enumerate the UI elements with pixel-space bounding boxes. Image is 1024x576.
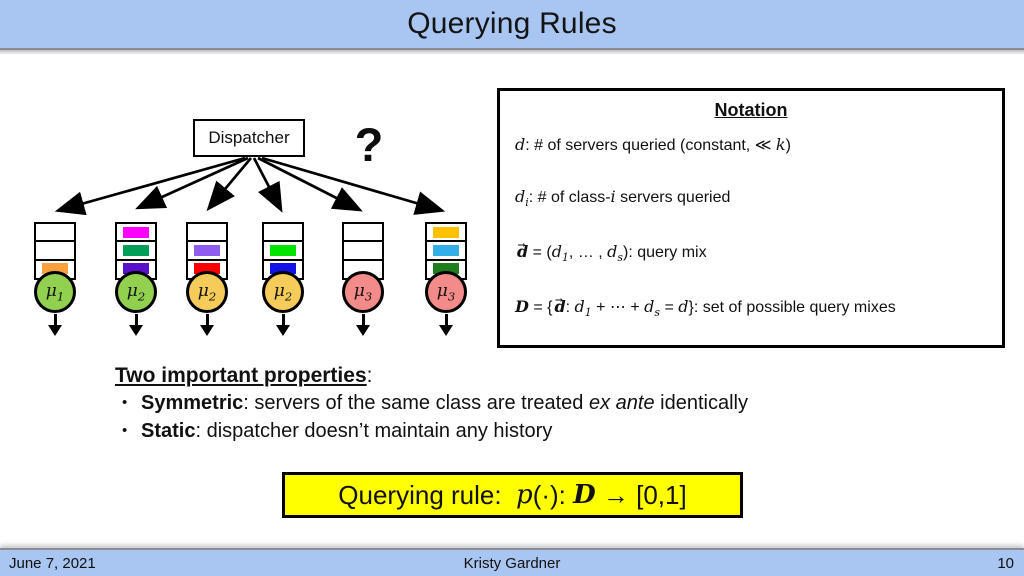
properties-block: Two important properties: • Symmetric: s…	[115, 362, 955, 445]
departure-arrow-head	[356, 325, 370, 336]
dispatcher-label: Dispatcher	[208, 128, 290, 147]
bullet-text: Symmetric: servers of the same class are…	[141, 392, 748, 414]
departure-arrow-stem	[53, 314, 57, 326]
server-rate-label: μ2	[273, 280, 293, 304]
notation-line-1: d: # of servers queried (constant, ≪ k)	[515, 135, 791, 154]
job-block	[433, 245, 459, 256]
server-rate-label: μ2	[126, 280, 146, 304]
departure-arrow-stem	[444, 314, 448, 326]
job-block	[42, 263, 68, 275]
departure-arrow-head	[48, 325, 62, 336]
job-block	[194, 245, 220, 256]
footer-page-number: 10	[997, 555, 1014, 572]
querying-rule-box: Querying rule: p(·): D → [0,1]	[282, 472, 743, 518]
property-bullet-symmetric: • Symmetric: servers of the same class a…	[115, 389, 955, 417]
notation-box: Notation d: # of servers queried (consta…	[497, 88, 1005, 348]
job-block	[123, 263, 149, 275]
bullet-icon: •	[122, 394, 128, 411]
footer-author: Kristy Gardner	[463, 555, 561, 572]
job-block	[270, 245, 296, 256]
departure-arrow-stem	[361, 314, 365, 326]
server-rate-label: μ2	[197, 280, 217, 304]
properties-heading: Two important properties:	[115, 364, 373, 387]
job-block	[270, 263, 296, 275]
notation-line-2: di: # of class-i servers queried	[515, 187, 731, 210]
server-rate-label: μ3	[353, 280, 373, 304]
slide-title: Querying Rules	[407, 7, 617, 40]
departure-arrow-head	[276, 325, 290, 336]
queue-slot	[425, 240, 467, 262]
question-mark: ?	[354, 118, 384, 171]
server-circle-4: μ2	[262, 271, 304, 313]
server-rate-label: μ1	[45, 280, 65, 304]
server-circle-2: μ2	[115, 271, 157, 313]
server-rate-label: μ3	[436, 280, 456, 304]
footer-date: June 7, 2021	[9, 555, 96, 572]
server-circle-5: μ3	[342, 271, 384, 313]
notation-title: Notation	[714, 100, 788, 120]
notation-line-4: D = {d: d1 + ⋯ + ds = d}: set of possibl…	[515, 290, 896, 324]
departure-arrow-stem	[205, 314, 209, 326]
footer-bar: June 7, 2021 Kristy Gardner 10	[0, 548, 1024, 576]
dispatcher-box: Dispatcher	[193, 119, 305, 157]
bullet-text: Static: dispatcher doesn’t maintain any …	[141, 420, 553, 442]
bullet-icon: •	[122, 422, 128, 439]
job-block	[433, 263, 459, 275]
departure-arrow-stem	[281, 314, 285, 326]
departure-arrow-head	[129, 325, 143, 336]
job-block	[123, 226, 149, 238]
job-block	[194, 263, 220, 275]
server-circle-6: μ3	[425, 271, 467, 313]
property-bullet-static: • Static: dispatcher doesn’t maintain an…	[115, 417, 955, 445]
title-bar: Querying Rules	[0, 0, 1024, 55]
server-circle-1: μ1	[34, 271, 76, 313]
departure-arrow-head	[200, 325, 214, 336]
departure-arrow-stem	[134, 314, 138, 326]
server-circle-3: μ2	[186, 271, 228, 313]
notation-line-3: d = (d1, … , ds): query mix	[515, 235, 707, 269]
departure-arrow-head	[439, 325, 453, 336]
job-block	[123, 245, 149, 256]
job-block	[433, 226, 459, 238]
